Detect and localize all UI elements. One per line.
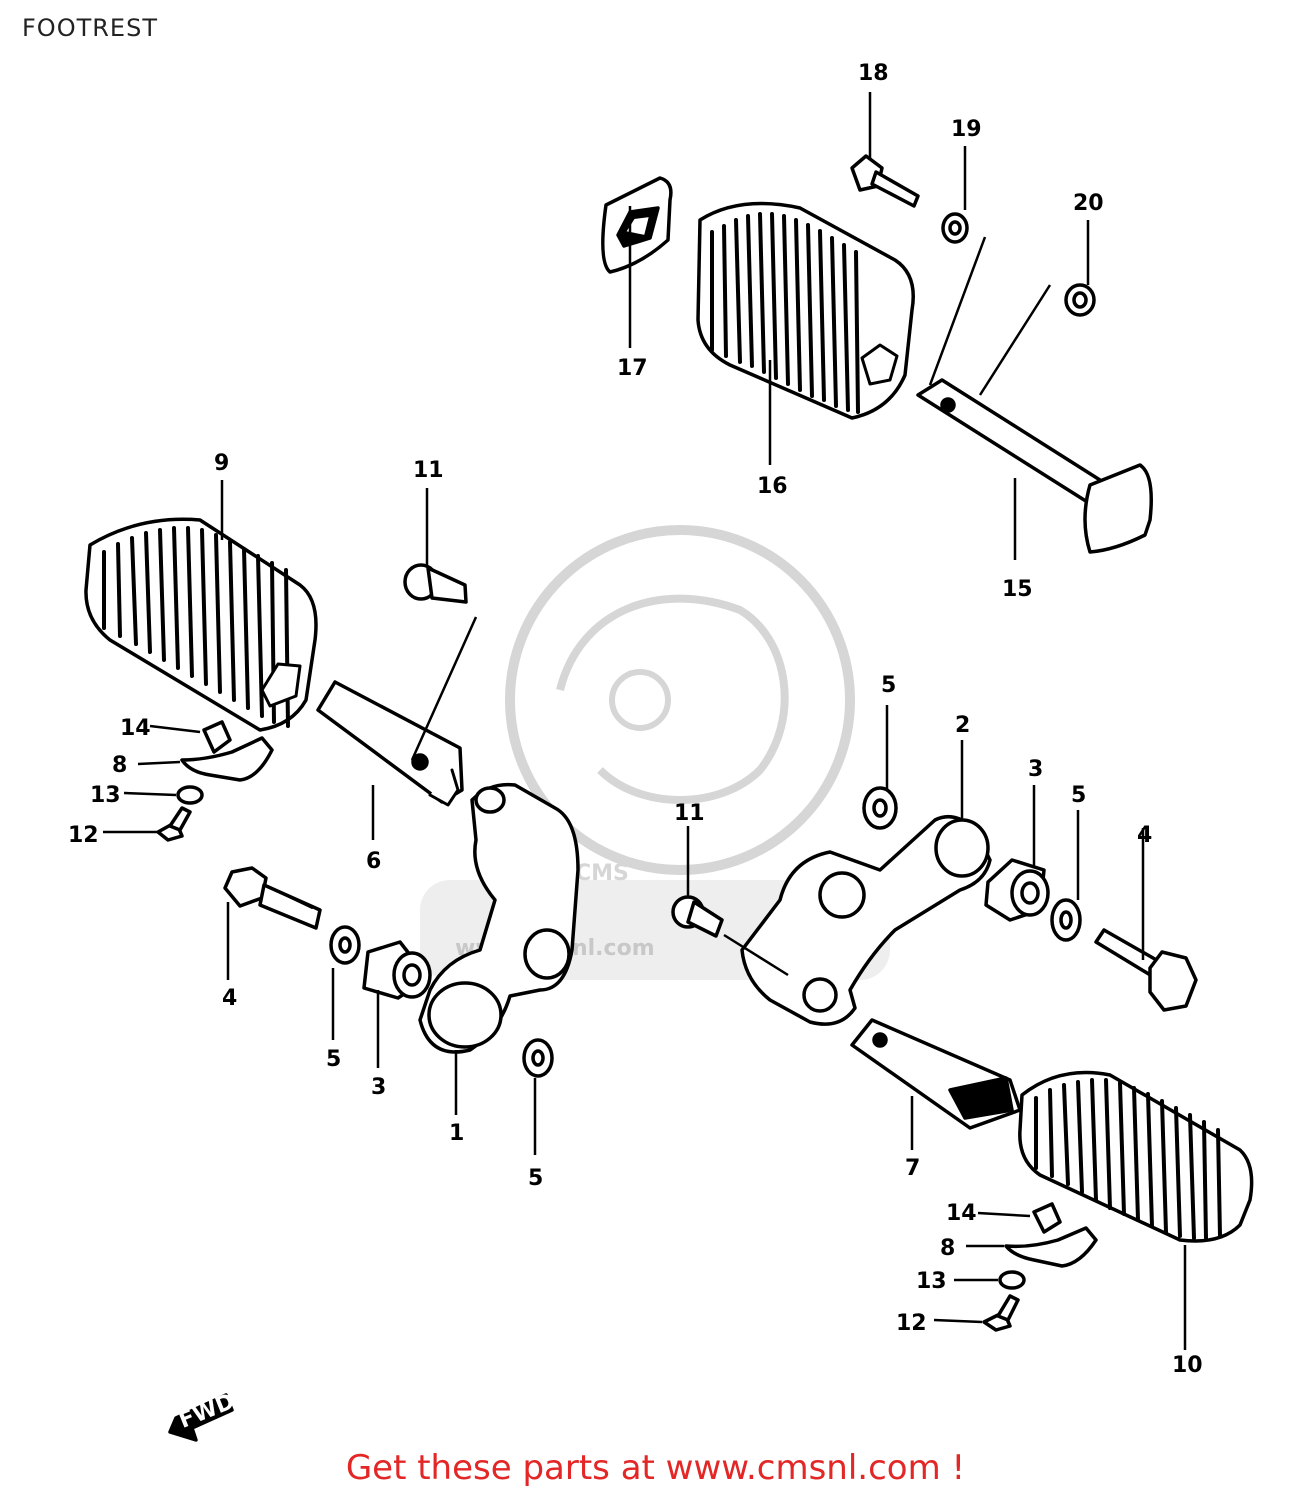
part-19-washer xyxy=(941,212,969,244)
label-18: 18 xyxy=(858,61,889,86)
label-6: 6 xyxy=(366,849,381,874)
label-16: 16 xyxy=(757,474,788,499)
part-labels: 18 19 20 17 16 15 9 11 14 8 13 12 6 4 5 … xyxy=(68,61,1203,1378)
part-12-bolt-right xyxy=(982,1294,1020,1332)
label-5-right-a: 5 xyxy=(881,673,896,698)
label-4-left: 4 xyxy=(222,986,237,1011)
part-8-spring-right xyxy=(1004,1226,1098,1268)
front-arrow-icon xyxy=(168,1393,234,1442)
part-13-washer-right xyxy=(998,1270,1026,1290)
watermark-mascot-circle xyxy=(505,525,855,875)
part-16-rear-footrest-rubber xyxy=(696,201,915,420)
label-14-left: 14 xyxy=(120,716,151,741)
watermark-mascot-face xyxy=(556,594,789,804)
front-arrow-label: FWD xyxy=(175,1389,238,1434)
part-5-washer-left-upper xyxy=(329,925,361,965)
watermark-mascot-eye xyxy=(609,669,671,731)
part-5-washer-right-upper xyxy=(862,786,898,830)
label-10: 10 xyxy=(1172,1353,1203,1378)
part-11-pin-right xyxy=(671,895,724,938)
part-14-rubber-left xyxy=(202,720,232,754)
label-5-left-b: 5 xyxy=(528,1166,543,1191)
label-9: 9 xyxy=(214,451,229,476)
label-12-left: 12 xyxy=(68,823,99,848)
label-3-left: 3 xyxy=(371,1075,386,1100)
part-18-bolt xyxy=(850,154,920,208)
part-14-rubber-right xyxy=(1032,1202,1062,1234)
label-13-right: 13 xyxy=(916,1269,947,1294)
label-1: 1 xyxy=(449,1121,464,1146)
label-3-right: 3 xyxy=(1028,757,1043,782)
label-4-right: 4 xyxy=(1137,823,1152,848)
label-17: 17 xyxy=(617,356,648,381)
part-4-bolt-left xyxy=(223,866,322,930)
part-10-right-footrest-rubber xyxy=(1018,1070,1254,1243)
part-9-left-footrest-rubber xyxy=(84,517,318,732)
part-1-left-bracket xyxy=(418,782,580,1054)
part-5-washer-right-lower xyxy=(1050,898,1082,942)
label-8-right: 8 xyxy=(940,1236,955,1261)
part-17-plate xyxy=(601,176,673,274)
part-6-left-shaft xyxy=(316,680,464,807)
label-20: 20 xyxy=(1073,191,1104,216)
label-19: 19 xyxy=(951,117,982,142)
watermark-logo-text: CMS xyxy=(575,861,629,886)
label-14-right: 14 xyxy=(946,1201,977,1226)
leader-lines xyxy=(103,92,1187,1350)
label-8-left: 8 xyxy=(112,753,127,778)
part-20-collar xyxy=(1064,283,1096,317)
part-13-washer-left xyxy=(176,785,204,805)
part-2-right-bracket xyxy=(740,814,992,1026)
label-11-left: 11 xyxy=(413,458,444,483)
part-3-bushing-right xyxy=(984,858,1050,922)
label-5-right-b: 5 xyxy=(1071,783,1086,808)
label-5-left-a: 5 xyxy=(326,1047,341,1072)
part-4-bolt-right xyxy=(1094,928,1198,1012)
label-2: 2 xyxy=(955,713,970,738)
footer-link-text[interactable]: Get these parts at www.cmsnl.com ! xyxy=(345,1448,966,1488)
label-11-right: 11 xyxy=(674,801,705,826)
label-7: 7 xyxy=(905,1156,920,1181)
part-7-right-shaft xyxy=(850,1018,1022,1130)
part-12-bolt-left xyxy=(156,806,192,842)
label-12-right: 12 xyxy=(896,1311,927,1336)
part-8-spring-left xyxy=(180,736,274,782)
label-15: 15 xyxy=(1002,577,1033,602)
part-3-bushing-left xyxy=(362,940,432,1000)
part-5-washer-left-lower xyxy=(522,1038,554,1078)
page-title: FOOTREST xyxy=(22,14,158,42)
part-15-rear-footrest-shaft xyxy=(916,378,1153,554)
part-11-pin-left xyxy=(403,563,468,604)
label-13-left: 13 xyxy=(90,783,121,808)
